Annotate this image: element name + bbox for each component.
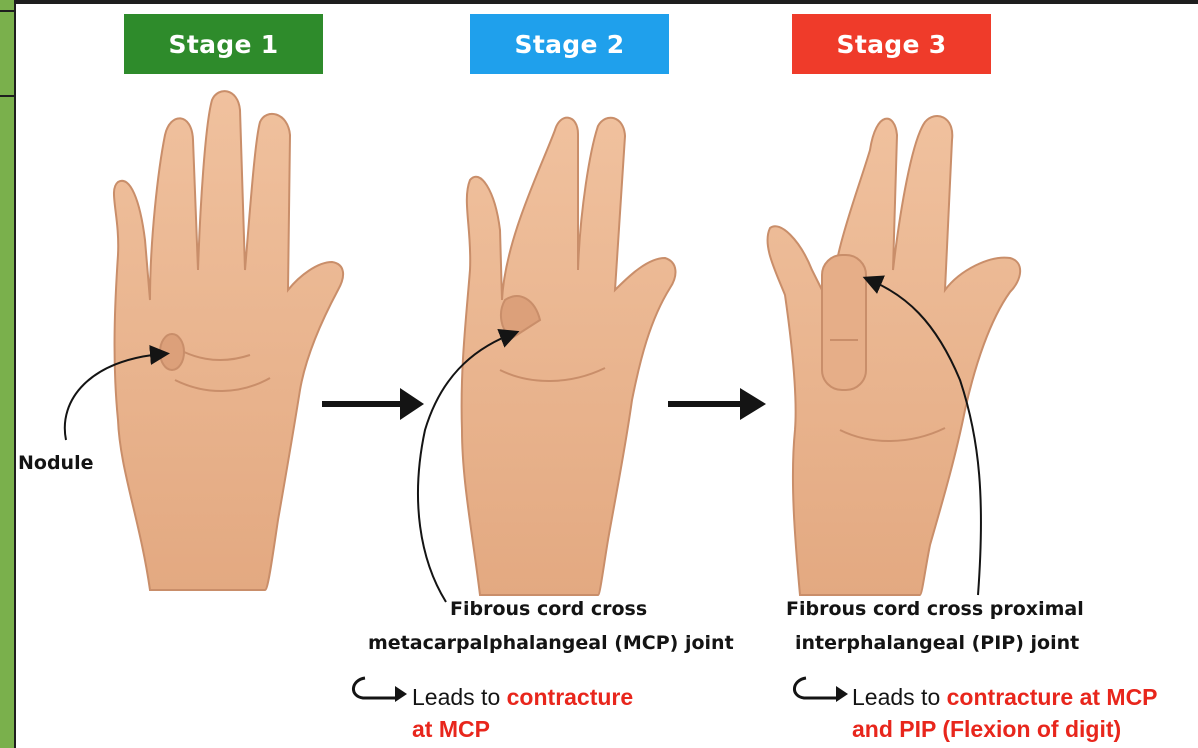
hand-stage-2 <box>462 118 676 595</box>
hand-stage-1 <box>114 91 343 590</box>
hand-stage-3 <box>768 116 1021 595</box>
progress-arrow-2 <box>668 388 766 420</box>
stage-3-lead-emphasis-1: contracture at MCP <box>947 684 1158 710</box>
progress-arrow-1 <box>322 388 424 420</box>
nodule-label: Nodule <box>18 448 93 478</box>
stage-3-lead: Leads to contracture at MCP <box>852 682 1158 712</box>
stage-2-lead: Leads to contracture <box>412 682 633 712</box>
stage-3-caption-line-1: Fibrous cord cross proximal <box>786 594 1084 624</box>
stage-2-lead-emphasis-2: at MCP <box>412 716 490 742</box>
stage-3-lead-prefix: Leads to <box>852 684 947 710</box>
stage-2-lead-line-2: at MCP <box>412 714 490 744</box>
hook-arrow-icon <box>347 674 409 704</box>
stage-3-lead-line-2: and PIP (Flexion of digit) <box>852 714 1121 744</box>
hook-arrow-icon <box>788 674 850 704</box>
stage-3-caption-line-2: interphalangeal (PIP) joint <box>795 628 1079 658</box>
stage-2-lead-prefix: Leads to <box>412 684 507 710</box>
stage-2-caption-line-2: metacarpalphalangeal (MCP) joint <box>368 628 734 658</box>
stage-2-lead-emphasis-1: contracture <box>507 684 634 710</box>
stage-3-lead-emphasis-2: and PIP (Flexion of digit) <box>852 716 1121 742</box>
stage-2-caption-line-1: Fibrous cord cross <box>450 594 647 624</box>
